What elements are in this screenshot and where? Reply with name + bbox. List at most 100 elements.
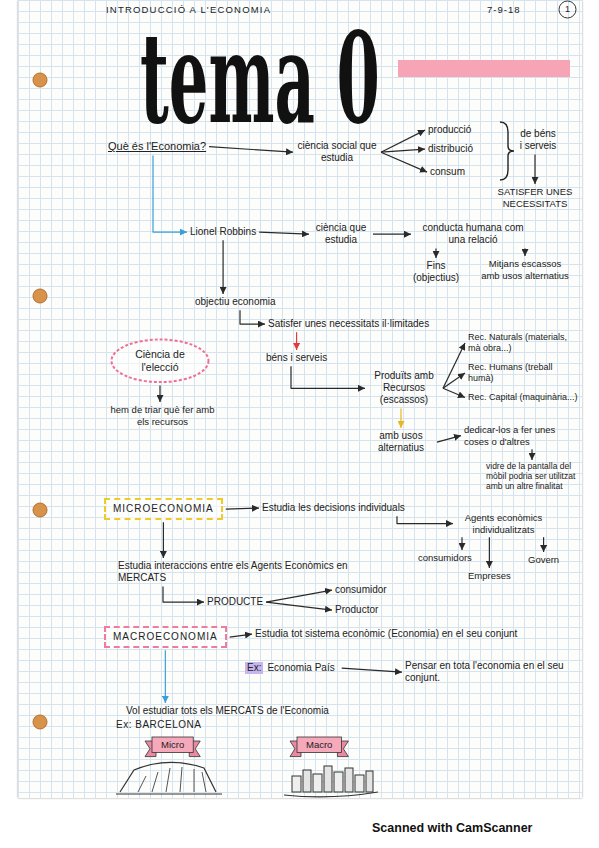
arrow-connector: [381, 130, 425, 152]
note-text: PRODUCTE: [207, 596, 263, 608]
page-title: tema 0: [140, 16, 380, 141]
node-text: ciència que estudia: [312, 222, 370, 246]
node-text: Govern: [528, 554, 559, 566]
note-text: consum: [430, 166, 465, 178]
arrow-connector: [296, 332, 297, 350]
example-heading: Ex: BARCELONA: [116, 719, 201, 731]
arrow-connector: [461, 537, 462, 550]
node-text: distribució: [428, 143, 473, 155]
macro-sketch: [284, 792, 378, 797]
arrow-connector: [266, 602, 332, 610]
arrow-connector: [443, 373, 465, 388]
arrow-connector: [163, 586, 204, 602]
macro-sketch: [313, 774, 322, 792]
node-text: Vol estudiar tots els MERCATS de l'Econo…: [126, 705, 329, 717]
note-text: dedicar-los a fer unes coses o d'altres: [464, 424, 578, 447]
node-text: conducta humana com una relació: [414, 222, 532, 246]
concept-ellipse: Ciència de l'elecció: [110, 338, 210, 384]
node-text: de béns i serveis: [518, 128, 558, 152]
arrow-connector: [443, 388, 465, 397]
node-text: Mitjans escassos amb usos alternatius: [480, 258, 570, 281]
arrow-connector: [543, 537, 544, 552]
node-text: consum: [430, 166, 465, 178]
arrow-connector: [373, 234, 411, 235]
ellipse-outline: [112, 340, 209, 383]
arrow-connector: [489, 537, 490, 568]
note-text: Pensar en tota l'economia en el seu conj…: [405, 660, 565, 684]
node-text: Empreses: [468, 570, 511, 582]
micro-sketch: [120, 762, 216, 792]
macro-sketch: [292, 776, 301, 792]
ribbon-banner: Macro: [290, 737, 348, 753]
node-text: dedicar-los a fer unes coses o d'altres: [464, 424, 578, 447]
arrow-connector: [397, 516, 453, 523]
node-text: Agents econòmics individualitzats: [456, 512, 551, 535]
note-text: consumidors: [418, 552, 472, 564]
note-text: amb usos alternatius: [368, 430, 434, 454]
note-text: Empreses: [468, 570, 511, 582]
note-text: Estudia les decisions individuals: [262, 502, 405, 514]
node-text: vidre de la pantalla del mòbil podria se…: [486, 462, 578, 491]
concept-box: MACROECONOMIA: [104, 626, 227, 648]
arrow-connector: [531, 449, 532, 460]
page-number-circle: 1: [560, 2, 575, 17]
binder-hole: [33, 73, 47, 87]
macro-sketch: [355, 775, 364, 792]
node-text: Estudia interaccions entre els Agents Ec…: [118, 560, 380, 584]
node-text: Pensar en tota l'economia en el seu conj…: [405, 660, 565, 684]
node-text: 1: [560, 2, 575, 17]
note-text: Rec. Capital (maquinària...): [468, 392, 578, 403]
note-text: Mitjans escassos amb usos alternatius: [480, 258, 570, 281]
node-text: producció: [428, 124, 471, 136]
note-text: Què és l'Economia?: [108, 140, 206, 153]
ribbon-banner: Micro: [145, 737, 200, 753]
node-text: Rec. Naturals (materials, mà obra...): [468, 332, 580, 354]
node-text: hem de triar què fer amb els recursos: [110, 404, 215, 427]
node-text: ciència social que estudia: [296, 140, 378, 164]
note-text: producció: [428, 124, 471, 136]
node-text: Estudia les decisions individuals: [262, 502, 405, 514]
note-text: Lionel Robbins: [190, 226, 256, 238]
curly-bracket: [500, 122, 514, 180]
node-text: MICROECONOMIA: [113, 503, 214, 515]
arrow-connector: [230, 634, 252, 637]
node-text: Satisfer unes necessitats il·limitades: [268, 318, 429, 330]
arrow-connector: [209, 147, 293, 152]
node-text: Lionel Robbins: [190, 226, 256, 238]
node-text: Produïts amb Recursos (escassos): [368, 370, 440, 407]
note-text: de béns i serveis: [518, 128, 558, 152]
example-marker: Ex:: [245, 662, 263, 674]
node-text: Fins (objectius): [406, 260, 466, 284]
circle-outline: [559, 1, 576, 18]
arrow-connector: [226, 508, 259, 509]
macro-sketch: [366, 771, 373, 792]
node-text: SATISFER UNES NECESSITATS: [486, 186, 584, 209]
binder-hole: [33, 715, 47, 729]
note-text: vidre de la pantalla del mòbil podria se…: [486, 462, 578, 491]
note-text: SATISFER UNES NECESSITATS: [486, 186, 584, 209]
note-text: hem de triar què fer amb els recursos: [110, 404, 215, 427]
note-text: conducta humana com una relació: [414, 222, 532, 246]
node-text: Micro: [161, 739, 184, 751]
note-text: Satisfer unes necessitats il·limitades: [268, 318, 429, 330]
micro-sketch: [138, 767, 206, 792]
note-text: Govern: [528, 554, 559, 566]
note-text: Produïts amb Recursos (escassos): [368, 370, 440, 407]
arrow-connector: [153, 155, 187, 232]
note-text: Agents econòmics individualitzats: [456, 512, 551, 535]
arrow-connector: [381, 149, 425, 152]
concept-box: MICROECONOMIA: [104, 498, 223, 520]
note-text: Rec. Humans (treball humà): [468, 362, 580, 384]
node-text: objectiu economia: [195, 296, 276, 308]
node-text: béns i serveis: [266, 352, 327, 364]
note-text: distribució: [428, 143, 473, 155]
arrow-connector: [165, 650, 166, 703]
note-text: consumidor: [335, 584, 387, 596]
arrow-connector: [240, 310, 265, 324]
arrow-connector: [291, 366, 365, 388]
macro-sketch: [303, 770, 311, 792]
node-text: Rec. Humans (treball humà): [468, 362, 580, 384]
arrow-connector: [259, 232, 309, 234]
